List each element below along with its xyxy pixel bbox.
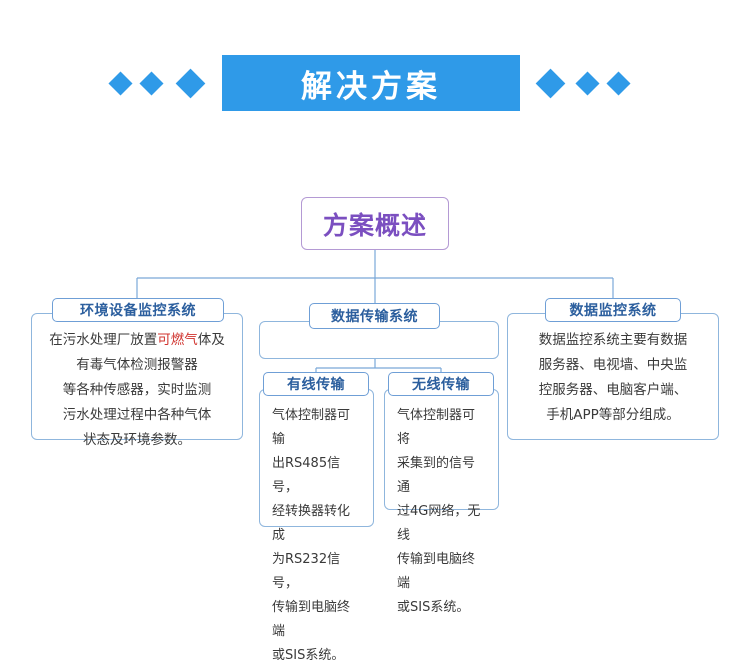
env-text-highlight: 可燃气 bbox=[157, 332, 198, 348]
diamond-icon bbox=[575, 71, 600, 96]
node-data-transmission-title-label: 数据传输系统 bbox=[331, 309, 418, 325]
diamond-icon bbox=[139, 71, 164, 96]
node-data-monitor-body: 数据监控系统主要有数据 服务器、电视墙、中央监 控服务器、电脑客户端、 手机AP… bbox=[507, 313, 719, 440]
node-wireless-body: 气体控制器可将 采集到的信号通 过4G网络，无线 传输到电脑终端 或SIS系统。 bbox=[384, 389, 499, 615]
page-title: 解决方案 bbox=[301, 68, 441, 105]
diamond-icon bbox=[535, 68, 566, 99]
node-overview-label: 方案概述 bbox=[322, 210, 427, 240]
node-data-transmission-title: 数据传输系统 bbox=[309, 303, 440, 329]
node-env-monitor-title: 环境设备监控系统 bbox=[52, 298, 224, 322]
node-env-monitor-body: 在污水处理厂放置可燃气体及有毒气体检测报警器 等各种传感器，实时监测 污水处理过… bbox=[31, 313, 243, 448]
node-data-monitor-text: 数据监控系统主要有数据 服务器、电视墙、中央监 控服务器、电脑客户端、 手机AP… bbox=[538, 332, 688, 423]
node-env-monitor-title-label: 环境设备监控系统 bbox=[80, 303, 196, 319]
node-wireless-text: 气体控制器可将 采集到的信号通 过4G网络，无线 传输到电脑终端 或SIS系统。 bbox=[397, 408, 481, 615]
node-wireless-title: 无线传输 bbox=[388, 372, 494, 396]
node-data-monitor-title: 数据监控系统 bbox=[545, 298, 681, 322]
node-env-monitor-text: 在污水处理厂放置可燃气体及有毒气体检测报警器 等各种传感器，实时监测 污水处理过… bbox=[44, 328, 230, 453]
node-wired-title-label: 有线传输 bbox=[287, 377, 345, 393]
node-wired-title: 有线传输 bbox=[263, 372, 369, 396]
env-text-post: 体及有毒气体检测报警器 等各种传感器，实时监测 污水处理过程中各种气体 状态及环… bbox=[62, 332, 225, 448]
diamond-icon bbox=[606, 71, 631, 96]
diamond-icon bbox=[108, 71, 133, 96]
node-data-monitor-title-label: 数据监控系统 bbox=[569, 303, 657, 319]
header-banner: 解决方案 bbox=[222, 55, 520, 111]
node-wired-body: 气体控制器可输 出RS485信号， 经转换器转化成 为RS232信号， 传输到电… bbox=[259, 389, 374, 663]
env-text-pre: 在污水处理厂放置 bbox=[49, 332, 158, 348]
diamond-icon bbox=[175, 68, 206, 99]
node-wireless-title-label: 无线传输 bbox=[412, 377, 470, 393]
header: 解决方案 bbox=[0, 55, 750, 115]
node-wired-text: 气体控制器可输 出RS485信号， 经转换器转化成 为RS232信号， 传输到电… bbox=[272, 408, 351, 663]
diagram-connectors bbox=[136, 250, 614, 384]
node-overview: 方案概述 bbox=[301, 197, 449, 250]
